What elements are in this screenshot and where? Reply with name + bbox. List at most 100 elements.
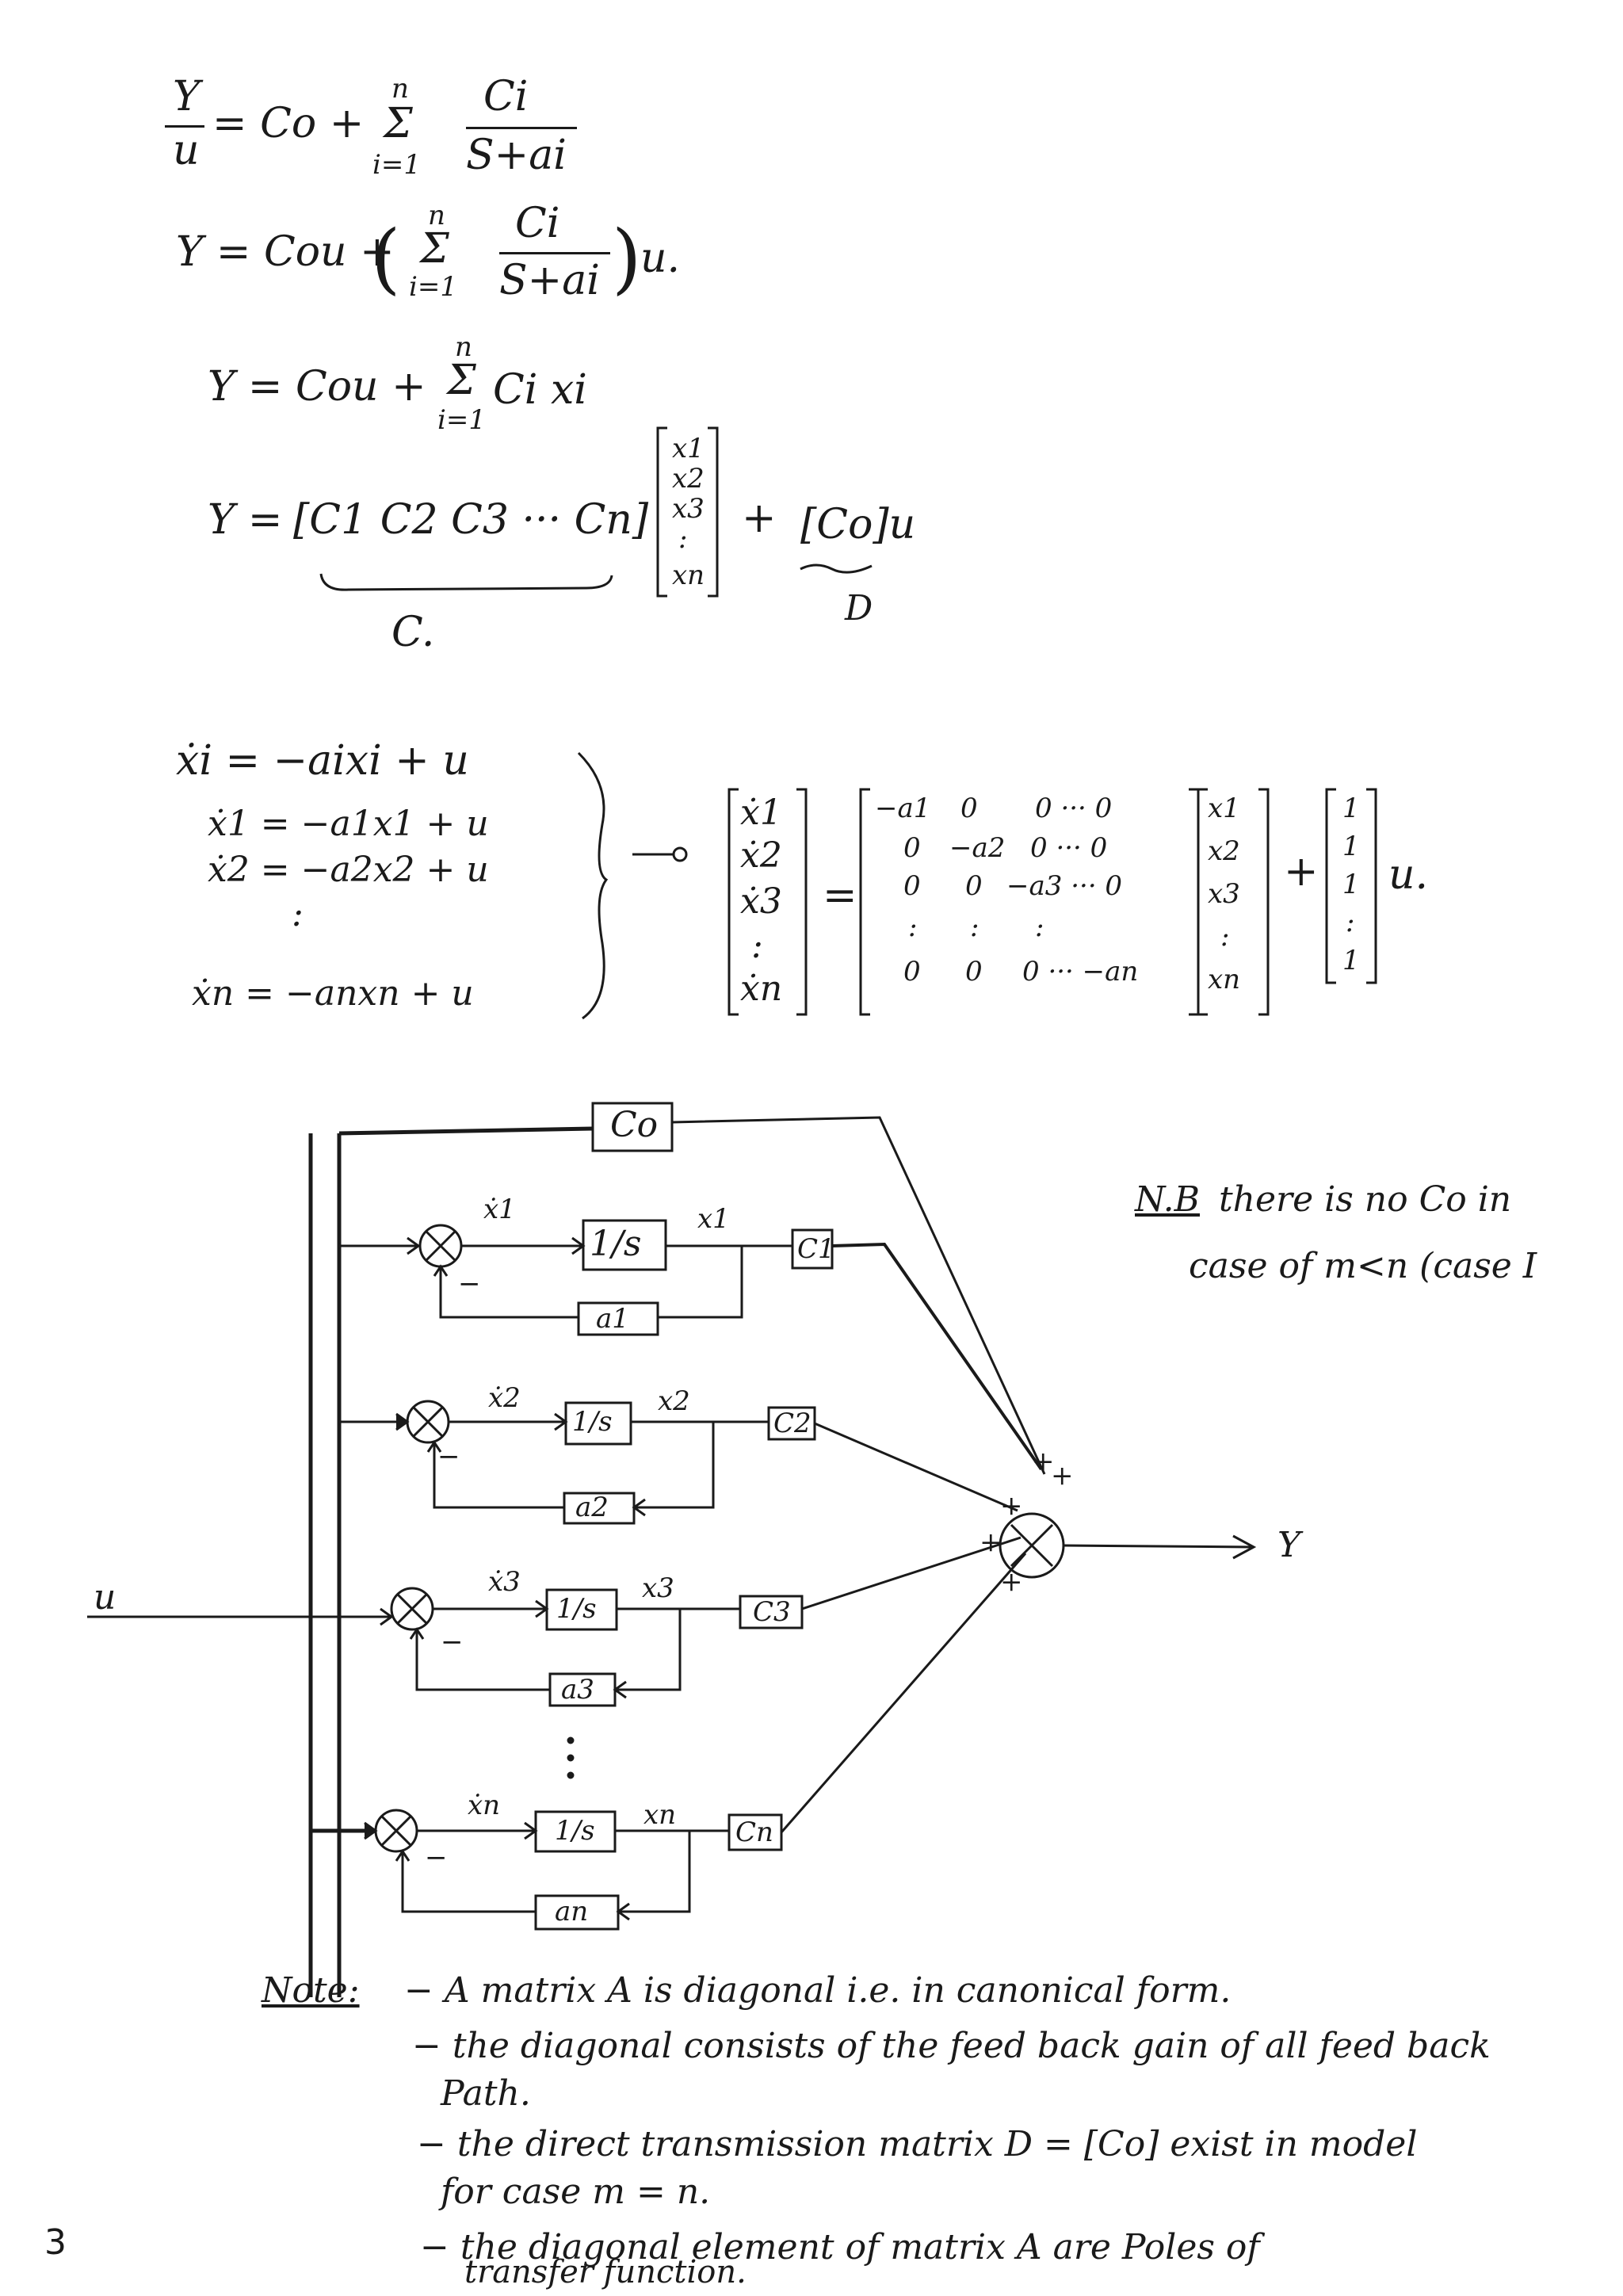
b3-fb-arrow: [409, 1627, 425, 1640]
eq4-lhs: Y =: [208, 496, 283, 544]
b2-in-arrow: [395, 1412, 410, 1431]
b-vec-0: 1: [1342, 793, 1360, 824]
eq1-sum-bottom: i=1: [372, 149, 421, 181]
b1-to-sum: [831, 1242, 1043, 1471]
a-r2-c1: 0: [965, 870, 983, 902]
b2-to-sum: [814, 1422, 1018, 1512]
state-eq-general: ẋi = −aixi + u: [176, 737, 469, 785]
b-vector-bracket-right: [1366, 788, 1377, 984]
b3-gain-block: [739, 1595, 804, 1629]
bn-fb-left: [401, 1851, 536, 1913]
bn-gain-label: Cn: [735, 1817, 773, 1848]
b1-gain-block: [791, 1228, 834, 1270]
eq4-c-underbrace: [319, 573, 613, 591]
a-r4-c2: 0 ··· −an: [1022, 956, 1139, 988]
eq1-sum-top: n: [391, 73, 409, 105]
sum-plus-5: +: [1000, 1566, 1023, 1598]
state-eq-n: ẋn = −anxn + u: [192, 973, 474, 1014]
b3-feedback-label: a3: [561, 1674, 594, 1706]
bn-integrator-label: 1/s: [555, 1815, 595, 1847]
b2-fb-left: [433, 1442, 564, 1509]
b2-summer-cross: [412, 1406, 444, 1438]
eq3-sum-bottom: i=1: [437, 404, 486, 436]
bn-fb-arrow: [395, 1849, 411, 1862]
b3-x-label: x3: [642, 1572, 674, 1604]
b1-x-label: x1: [697, 1203, 730, 1235]
ellipsis-dot-3: [567, 1771, 575, 1779]
b1-fb-right: [658, 1246, 743, 1319]
b-vec-3: :: [1346, 907, 1355, 938]
b2-feedback-label: a2: [575, 1492, 609, 1523]
eq2-frac-den: S+ai: [499, 257, 600, 304]
b3-integrator-label: 1/s: [556, 1593, 597, 1625]
bn-xdot-label: ẋn: [468, 1790, 501, 1821]
eq4-vec-4: xn: [672, 560, 705, 591]
eq4-c-label: C.: [391, 609, 435, 656]
a-r3-c2: :: [1035, 911, 1044, 943]
b1-feedback-label: a1: [596, 1303, 629, 1335]
a-matrix-bracket-left: [859, 788, 870, 1016]
a-r1-c0: 0: [903, 832, 921, 864]
sum-plus-4: +: [980, 1526, 1002, 1558]
b2-fb-arrow: [426, 1440, 442, 1453]
x-vector-bracket-right: [1258, 788, 1270, 1016]
state-eq-1: ẋ1 = −a1x1 + u: [208, 804, 489, 844]
b-vec-2: 1: [1342, 869, 1360, 900]
eq4-vec-0: x1: [672, 433, 705, 464]
lhs-vec-1: ẋ2: [740, 835, 782, 876]
eq4-row-vector: [C1 C2 C3 ··· Cn]: [293, 496, 649, 544]
output-label: Y: [1277, 1525, 1301, 1565]
nb-line-2: case of m<n (case I: [1189, 1246, 1537, 1286]
b1-minus: −: [458, 1268, 481, 1300]
b3-minus: −: [441, 1626, 464, 1658]
co-block-label: Co: [610, 1105, 659, 1145]
eq4-d-label: D: [845, 588, 873, 628]
co-path-in: [338, 1126, 594, 1136]
matrix-equals: =: [823, 872, 857, 919]
x-vec-1: x2: [1208, 835, 1240, 867]
b1-fb-left: [439, 1266, 579, 1319]
eq1-frac-bar: [466, 127, 577, 129]
lhs-vec-0: ẋ1: [740, 793, 782, 833]
eq4-vec-3: :: [678, 523, 688, 555]
b2-integrator-block: [564, 1401, 632, 1446]
sum-plus-1: +: [1032, 1446, 1055, 1477]
x-vec-4: xn: [1208, 964, 1241, 995]
bn-to-sum: [780, 1553, 1027, 1833]
nb-label: N.B: [1135, 1179, 1201, 1220]
b3-gain-label: C3: [753, 1596, 791, 1628]
b1-fb-arrow: [433, 1264, 449, 1277]
eq1-sum-sigma: Σ: [384, 100, 413, 147]
eq2-paren-close: ): [612, 214, 642, 303]
sum-plus-2: +: [1051, 1460, 1074, 1492]
matrix-plus: +: [1284, 848, 1319, 896]
x-vec-3: :: [1220, 921, 1230, 953]
ellipsis-dot-1: [567, 1736, 575, 1744]
bn-x-label: xn: [643, 1799, 677, 1831]
b2-fb-right: [634, 1422, 715, 1509]
eq2-sum-top: n: [428, 200, 445, 231]
eq2-paren-open: (: [371, 214, 401, 303]
lhs-vec-3: :: [751, 926, 763, 966]
notes-label: Note:: [262, 1970, 360, 2011]
eq1-lhs-num: Y: [173, 73, 200, 120]
b3-fb-left: [415, 1629, 550, 1691]
b1-integrator-label: 1/s: [590, 1224, 642, 1264]
x-vec-2: x3: [1208, 878, 1240, 910]
eq4-d-term: [Co]u: [800, 501, 916, 548]
note-line-6: − the diagonal element of matrix A are P…: [420, 2227, 1260, 2267]
b2-xdot-label: ẋ2: [488, 1382, 521, 1414]
b-vector-bracket-left: [1325, 788, 1336, 984]
a-r0-c1: 0: [960, 793, 978, 824]
b-vec-1: 1: [1342, 831, 1360, 862]
a-r2-c0: 0: [903, 870, 921, 902]
bn-feedback-label: an: [555, 1896, 589, 1927]
eq3-term: Ci xi: [493, 366, 587, 414]
eq4-vec-1: x2: [672, 463, 705, 495]
eq3-sum-sigma: Σ: [447, 357, 476, 404]
lhs-vector-bracket-right: [796, 788, 808, 1016]
sum-plus-3: +: [1000, 1490, 1023, 1522]
bn-fb-right: [618, 1831, 691, 1913]
